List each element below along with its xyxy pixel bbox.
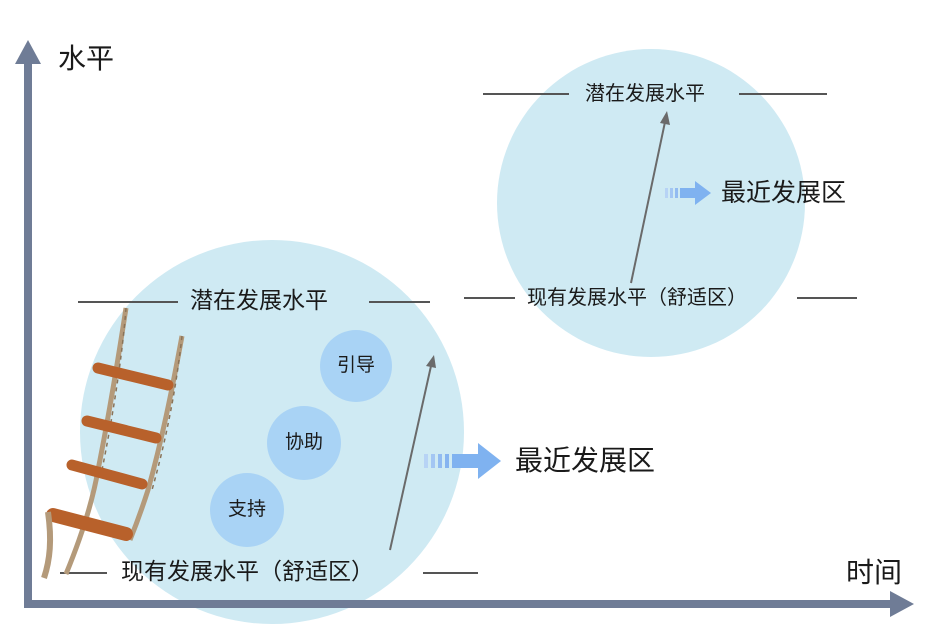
bubble-support-label: 支持 bbox=[228, 498, 267, 520]
lower-zpd-label: 最近发展区 bbox=[515, 444, 656, 477]
ladder-icon bbox=[41, 307, 185, 579]
x-axis bbox=[24, 591, 914, 617]
bubble-guide bbox=[320, 330, 392, 402]
upper-growth-arrow bbox=[630, 111, 670, 284]
upper-zpd-arrow bbox=[665, 181, 711, 205]
lower-current-level-label: 现有发展水平（舒适区） bbox=[121, 559, 374, 585]
lower-zpd-arrow bbox=[424, 443, 501, 479]
bubble-guide-label: 引导 bbox=[337, 354, 376, 376]
y-axis bbox=[15, 40, 41, 604]
upper-current-level-label: 现有发展水平（舒适区） bbox=[527, 285, 747, 309]
lower-growth-arrow bbox=[389, 355, 436, 551]
upper-zone-circle bbox=[497, 49, 805, 357]
y-axis-label: 水平 bbox=[58, 42, 115, 75]
bubble-support bbox=[210, 473, 284, 547]
level-lines bbox=[60, 93, 857, 574]
bubble-assist bbox=[267, 406, 341, 480]
bubble-assist-label: 协助 bbox=[285, 431, 324, 453]
lower-potential-level-label: 潜在发展水平 bbox=[190, 288, 328, 314]
x-axis-label: 时间 bbox=[846, 556, 903, 589]
upper-potential-level-label: 潜在发展水平 bbox=[585, 81, 705, 105]
upper-zpd-label: 最近发展区 bbox=[721, 178, 847, 207]
